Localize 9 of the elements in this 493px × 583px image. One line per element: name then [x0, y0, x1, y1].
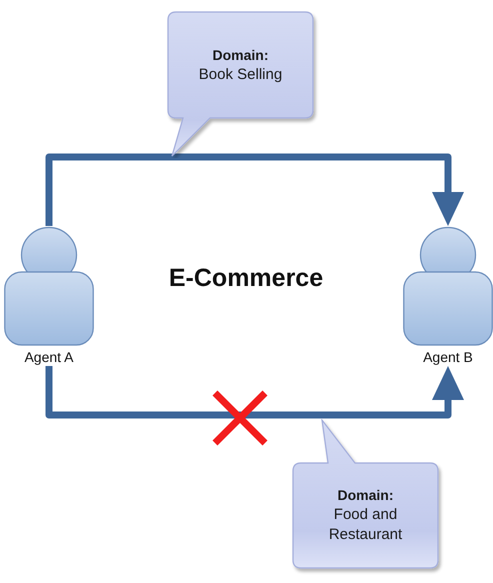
agent-label: Agent A: [24, 348, 74, 366]
callout-heading: Domain:: [338, 486, 394, 505]
diagram-title: E-Commerce: [168, 263, 324, 293]
callout-text: Food and Restaurant: [328, 505, 404, 545]
agent-label: Agent B: [423, 348, 473, 366]
connector-arrow: [46, 366, 464, 418]
connector-arrow: [46, 154, 464, 226]
callout-heading: Domain:: [212, 46, 268, 64]
callout-text: Book Selling: [198, 64, 282, 84]
